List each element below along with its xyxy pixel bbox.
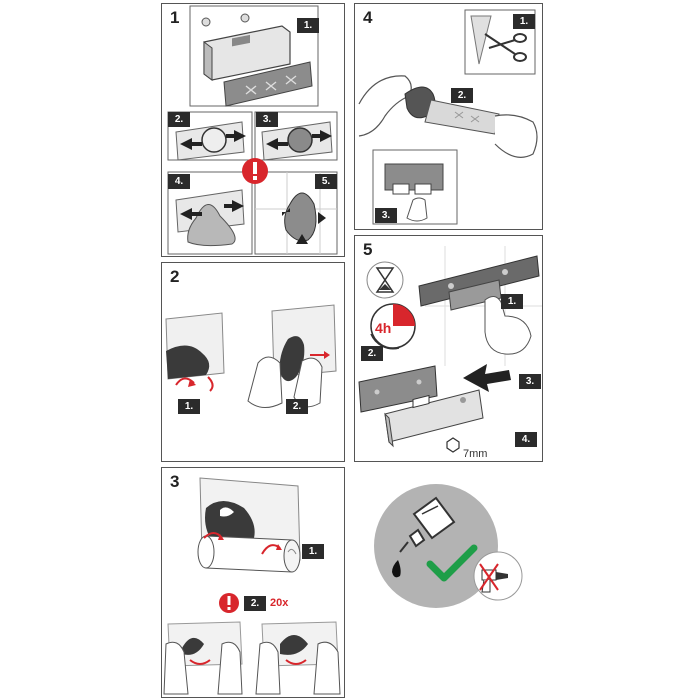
step-badge: 5. [315, 174, 337, 189]
panel-3: 3 1. 2. 20x [161, 467, 345, 698]
glue-advisory-drawing [374, 484, 523, 608]
warning-icon [219, 593, 239, 613]
panel-4: 4 1. 2. 3. [354, 3, 543, 230]
panel-2-drawing [165, 304, 337, 408]
check-icon [426, 544, 478, 582]
step-badge: 1. [302, 544, 324, 559]
scissors-icon [484, 33, 527, 62]
hourglass-icon [366, 261, 404, 299]
cure-time-label: 4h [375, 320, 392, 336]
step-badge: 2. [451, 88, 473, 103]
panel-5: 5 4h 7mm 1. 2. 3. 4. [354, 235, 543, 462]
panel-1-drawing [167, 5, 338, 255]
panel-3-drawing [163, 477, 341, 695]
step-badge: 1. [513, 14, 535, 29]
wrench-size-label: 7mm [463, 448, 488, 460]
panel-number: 4 [363, 8, 373, 27]
glue-bottle-icon [392, 496, 456, 578]
step-badge: 4. [515, 432, 537, 447]
step-badge: 3. [519, 374, 541, 389]
step-badge: 3. [375, 208, 397, 223]
panel-4-drawing [358, 9, 538, 225]
panel-1: 1 [161, 3, 345, 257]
step-badge: 3. [256, 112, 278, 127]
glue-advisory [370, 484, 530, 614]
panel-number: 5 [363, 240, 373, 259]
step-badge: 2. [168, 112, 190, 127]
panel-2: 2 1. 2. [161, 262, 345, 462]
panel-number: 1 [170, 8, 180, 27]
step-badge: 4. [168, 174, 190, 189]
repeat-count-label: 20x [270, 597, 289, 609]
step-badge: 1. [178, 399, 200, 414]
panel-5-drawing [358, 246, 542, 453]
step-badge: 2. [361, 346, 383, 361]
panel-number: 3 [170, 472, 180, 491]
step-badge: 2. [286, 399, 308, 414]
step-badge: 1. [297, 18, 319, 33]
no-drill-icon [473, 551, 523, 601]
warning-icon [242, 158, 268, 184]
step-badge: 2. [244, 596, 266, 611]
panel-number: 2 [170, 267, 180, 286]
step-badge: 1. [501, 294, 523, 309]
